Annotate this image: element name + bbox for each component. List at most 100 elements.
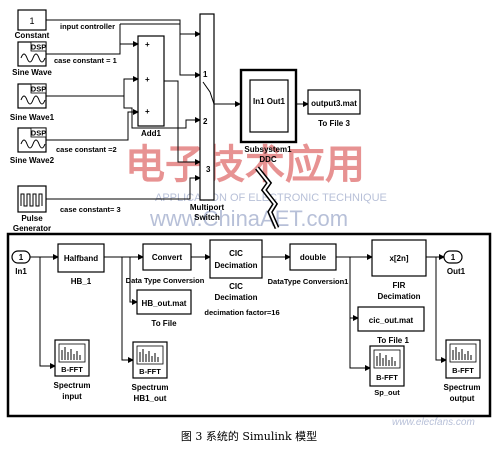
hb-out-value: HB_out.mat xyxy=(142,299,187,308)
spectrum-icon xyxy=(376,353,396,366)
to-mid-spectrum-wire xyxy=(349,318,371,371)
sine-wave2-label: Sine Wave2 xyxy=(10,156,55,165)
fir-value: x[2n] xyxy=(389,254,408,263)
cic-value-1: CIC xyxy=(229,249,243,258)
switch-port-2: 2 xyxy=(203,117,208,126)
cic-block[interactable]: CIC Decimation CIC Decimation decimation… xyxy=(204,239,280,317)
hb-out-label: To File xyxy=(151,319,177,328)
double-label: DataType Conversion1 xyxy=(268,277,349,286)
sine-wire xyxy=(46,41,139,55)
constant-value: 1 xyxy=(29,16,34,26)
convert-block[interactable]: Convert Data Type Conversion xyxy=(126,243,205,285)
spectrum-icon xyxy=(61,347,81,360)
sine-icon xyxy=(20,139,46,149)
expansion-connector xyxy=(255,166,280,230)
spectrum-mid-label: Sp_out xyxy=(374,388,400,397)
watermark: 电子技术应用 APPLICATION OF ELECTRONIC TECHNIQ… xyxy=(125,143,387,231)
fir-to-spectrum-wire xyxy=(435,257,447,363)
multiport-switch-block[interactable]: 1 2 3 Multiport Switch xyxy=(190,13,225,222)
sine-dsp-icon: DSP xyxy=(31,129,46,138)
case-constant-3: case constant= 3 xyxy=(60,205,121,214)
out1-port[interactable]: 1 Out1 xyxy=(443,250,466,276)
spectrum-output-label-2: output xyxy=(450,394,475,403)
watermark-chinese: 电子技术应用 xyxy=(125,143,365,187)
pulse-wire xyxy=(46,175,201,200)
case-constant-1: case constant = 1 xyxy=(54,56,117,65)
in1-label: In1 xyxy=(15,267,27,276)
spectrum-input-label-2: input xyxy=(62,392,82,401)
spectrum-hb1-label-1: Spectrum xyxy=(132,383,169,392)
input-controller-label: input controller xyxy=(60,22,115,31)
to-cic-out-wire xyxy=(349,257,359,321)
spectrum-fft-icon: B-FFT xyxy=(452,366,474,375)
spectrum-hb1-out-block[interactable]: B-FFT Spectrum HB1_out xyxy=(132,341,169,403)
add-sign-3: + xyxy=(145,107,150,116)
double-value: double xyxy=(300,253,327,262)
sine2-wire xyxy=(46,109,139,141)
switch-label-1: Multiport xyxy=(190,203,225,212)
out1-port-number: 1 xyxy=(451,253,456,262)
halfband-label: HB_1 xyxy=(71,277,92,286)
switch-label-2: Switch xyxy=(194,213,220,222)
sine-icon xyxy=(20,53,46,63)
spectrum-input-block[interactable]: B-FFT Spectrum input xyxy=(54,339,91,401)
spectrum-fft-icon: B-FFT xyxy=(61,365,83,374)
spectrum-hb1-label-2: HB1_out xyxy=(134,394,167,403)
constant-label: Constant xyxy=(15,31,50,40)
spectrum-output-block[interactable]: B-FFT Spectrum output xyxy=(444,339,481,403)
pulse-label-2: Generator xyxy=(13,224,51,233)
in1-port[interactable]: 1 In1 xyxy=(11,250,31,276)
sine-wave1-label: Sine Wave1 xyxy=(10,113,55,122)
add-sign-2: + xyxy=(145,75,150,84)
pulse-generator-block[interactable]: Pulse Generator xyxy=(13,185,51,233)
sine-dsp-icon: DSP xyxy=(31,85,46,94)
spectrum-fft-icon: B-FFT xyxy=(139,367,161,376)
add-label: Add1 xyxy=(141,129,162,138)
cic-out-label: To File 1 xyxy=(377,336,409,345)
figure-caption: 图 3 系统的 Simulink 模型 xyxy=(181,429,317,443)
sine1-to-switch-wire xyxy=(128,107,201,129)
add-sign-1: + xyxy=(145,40,150,49)
convert-label: Data Type Conversion xyxy=(126,276,205,285)
sine-wave2-block[interactable]: DSP Sine Wave2 xyxy=(10,127,55,165)
pulse-icon xyxy=(20,193,43,207)
fir-label-2: Decimation xyxy=(377,292,420,301)
watermark-url: www.ChinaAET.com xyxy=(149,206,348,231)
ddc-subsystem-frame xyxy=(6,232,492,418)
add-block[interactable]: + + + Add1 xyxy=(137,35,165,138)
double-block[interactable]: double DataType Conversion1 xyxy=(268,243,349,286)
in1-port-number: 1 xyxy=(19,253,24,262)
sine-to-switch-wire xyxy=(120,23,201,78)
spectrum-mid-block[interactable]: B-FFT Sp_out xyxy=(369,345,405,397)
spectrum-icon xyxy=(139,349,159,362)
to-file3-value: output3.mat xyxy=(311,99,357,108)
sine-icon xyxy=(20,95,46,105)
pulse-label-1: Pulse xyxy=(21,214,43,223)
sine-wave-label: Sine Wave xyxy=(12,68,52,77)
sine-wave-block[interactable]: DSP Sine Wave xyxy=(12,41,52,77)
to-file3-block[interactable]: output3.mat To File 3 xyxy=(307,89,361,128)
fir-block[interactable]: x[2n] FIR Decimation xyxy=(371,239,427,301)
fir-label-1: FIR xyxy=(393,281,406,290)
cic-out-file-block[interactable]: cic_out.mat To File 1 xyxy=(357,306,425,345)
switch-port-3: 3 xyxy=(206,165,211,174)
sine-wave1-block[interactable]: DSP Sine Wave1 xyxy=(10,83,55,122)
hb-out-file-block[interactable]: HB_out.mat To File xyxy=(136,289,192,328)
out1-label: Out1 xyxy=(447,267,466,276)
sine1-wire xyxy=(46,76,139,97)
switch-port-1: 1 xyxy=(203,70,208,79)
halfband-block[interactable]: Halfband HB_1 xyxy=(57,243,105,286)
cic-value-2: Decimation xyxy=(214,261,257,270)
spectrum-output-label-1: Spectrum xyxy=(444,383,481,392)
constant-block[interactable]: 1 Constant xyxy=(15,9,50,40)
in1-to-spectrum-wire xyxy=(39,257,56,369)
subsystem-label: Subsystem1 xyxy=(244,145,292,154)
to-file3-label: To File 3 xyxy=(318,119,350,128)
subsystem-block[interactable]: In1 Out1 Subsystem1 DDC xyxy=(239,68,298,164)
switch-arm xyxy=(202,81,215,105)
case-constant-2: case constant =2 xyxy=(56,145,117,154)
spectrum-icon xyxy=(452,347,472,360)
spectrum-fft-icon: B-FFT xyxy=(376,373,398,382)
subsystem-sub-label: DDC xyxy=(259,155,277,164)
